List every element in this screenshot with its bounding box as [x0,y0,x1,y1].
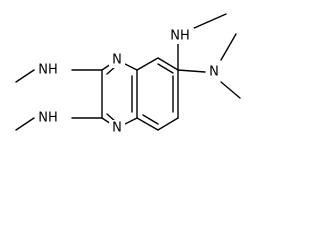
atom-n-dimethyl: N [206,64,222,80]
bond [142,114,159,125]
atom-n-ring-top: N [109,52,125,68]
atom-label: N [209,65,219,80]
atom-label: NH [38,63,58,78]
atom-group: N N NH NH NH N [38,28,222,136]
atom-label: N [112,121,122,136]
bond [157,63,174,74]
bond [157,117,179,131]
bond [157,57,179,71]
atom-nh-top-right: NH [166,28,194,44]
atom-label: N [112,53,122,68]
atom-label: NH [170,29,190,44]
bond-group [15,13,241,131]
bond [15,69,35,83]
atom-nh-top-left: NH [38,62,68,78]
bond [220,33,237,61]
bond [191,13,227,30]
atom-n-ring-bottom: N [109,120,125,136]
bond [136,57,159,71]
atom-nh-bottom-left: NH [38,110,68,126]
molecule-diagram: N N NH NH NH N [15,13,241,136]
molecule-structure: N N NH NH NH N [15,13,241,136]
bond [177,69,206,73]
bond [136,117,159,131]
atom-label: NH [38,111,58,126]
bond [220,81,241,99]
bond [15,117,35,131]
